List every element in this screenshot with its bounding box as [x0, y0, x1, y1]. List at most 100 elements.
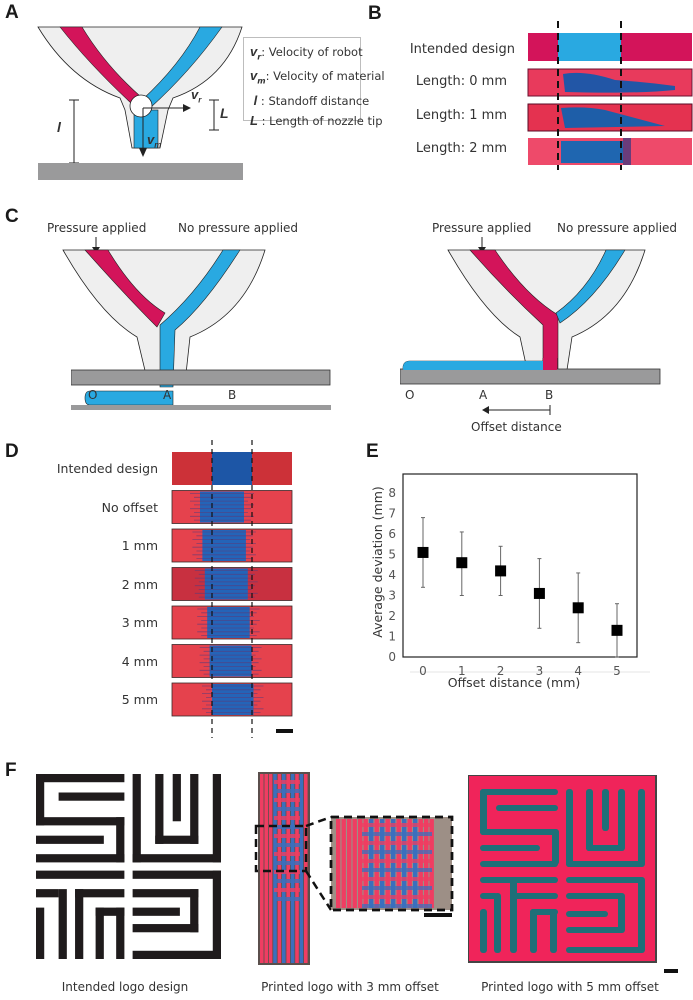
c-right-pressure: Pressure applied: [432, 221, 532, 235]
c-right-point-o: O: [405, 388, 415, 402]
filament-stripe: [273, 774, 277, 963]
inset-stripe: [396, 819, 401, 908]
filament-stripe: [277, 774, 282, 963]
c-right-diagram: [447, 237, 646, 370]
x-tick-label: 1: [458, 664, 466, 678]
y-tick-label: 8: [388, 486, 396, 500]
filament-stripe: [268, 774, 273, 963]
legend-box: vr: Velocity of robot vm: Velocity of ma…: [243, 37, 385, 128]
b-print-2mm: [528, 138, 692, 165]
filament-stripe: [295, 774, 299, 963]
d-print-strip: [171, 528, 293, 563]
inset-stripe: [352, 819, 357, 908]
printed-logo-3mm: [258, 772, 310, 965]
x-tick-label: 2: [497, 664, 505, 678]
zoom-region-box: [254, 824, 308, 873]
offset-distance-label: Offset distance: [471, 420, 562, 434]
label-L: L: [220, 105, 229, 121]
x-tick-label: 3: [536, 664, 544, 678]
c-left-point-a: A: [163, 388, 172, 402]
scale-bar-5mm: [664, 969, 678, 973]
data-point: [533, 587, 545, 599]
label-l: l: [57, 119, 61, 135]
caption-5mm-logo: Printed logo with 5 mm offset: [481, 980, 659, 994]
mixing-chamber: [129, 94, 153, 118]
d-print-strip: [171, 567, 293, 601]
vm-arrow-icon: [139, 148, 147, 157]
printed-logo-5mm: [468, 775, 657, 963]
y-tick-label: 3: [388, 589, 396, 603]
c-right-point-b: B: [545, 388, 554, 402]
inset-stripe: [413, 819, 418, 908]
inset-stripe: [391, 819, 396, 908]
inset-stripe: [374, 819, 379, 908]
c-right-no-pressure: No pressure applied: [557, 221, 678, 235]
filament-stripe: [286, 774, 290, 963]
inset-stripe: [385, 819, 390, 908]
data-point: [417, 546, 429, 558]
d-row-label: 1 mm: [121, 538, 158, 553]
chart-e: Average deviation (mm) Offset distance (…: [370, 473, 650, 690]
x-tick-label: 0: [419, 664, 427, 678]
inset-stripe: [369, 819, 374, 908]
y-tick-label: 2: [388, 609, 396, 623]
d-scale-bar: [276, 729, 293, 733]
c-left-substrate: [71, 369, 331, 386]
data-point: [456, 557, 468, 569]
inset-stripe: [341, 819, 346, 908]
scale-bar-inset: [424, 913, 452, 917]
d-row-label: 3 mm: [121, 615, 158, 630]
d-print-strip: [171, 605, 293, 640]
zoom-callout: [254, 815, 454, 917]
filament-stripe: [264, 774, 268, 963]
y-tick-label: 1: [388, 630, 396, 644]
filament-stripe: [290, 774, 295, 963]
d-print-strip: [171, 682, 293, 717]
data-point: [495, 565, 507, 577]
panel-c-letter: C: [5, 206, 19, 227]
panel-d-letter: D: [5, 441, 19, 462]
c-left-point-o: O: [88, 388, 98, 402]
filament-stripe: [282, 774, 286, 963]
panel-f-letter: F: [5, 760, 17, 781]
y-tick-label: 6: [388, 527, 396, 541]
inset-stripe: [424, 819, 429, 908]
filament-stripe: [260, 774, 264, 963]
intended-logo: [36, 774, 221, 959]
d-row-label: Intended design: [56, 461, 158, 476]
y-axis-label: Average deviation (mm): [370, 486, 385, 637]
d-row-label: 5 mm: [121, 692, 158, 707]
c-left-deposit: [84, 390, 174, 406]
caption-intended-logo: Intended logo design: [61, 980, 189, 994]
y-tick-label: 0: [388, 650, 396, 664]
panel-a-letter: A: [5, 2, 19, 23]
c-left-diagram: [62, 237, 331, 410]
label-vr: vr: [191, 87, 202, 105]
d-row-label: No offset: [101, 499, 158, 515]
b-label-intended: Intended design: [409, 42, 515, 57]
vr-arrow-icon: [183, 104, 191, 112]
inset-stripe: [380, 819, 385, 908]
legend-row-l: l : Standoff distance: [253, 92, 370, 108]
offset-arrow-icon: [482, 405, 551, 415]
data-point: [572, 602, 584, 614]
x-tick-label: 4: [574, 664, 582, 678]
inset-stripe: [336, 819, 341, 908]
c-left-no-pressure: No pressure applied: [178, 221, 299, 235]
c-left-magenta: [84, 249, 166, 328]
d-strips: [171, 440, 293, 738]
inset-stripe: [363, 819, 368, 908]
c-right-point-a: A: [479, 388, 488, 402]
x-axis-label: Offset distance (mm): [448, 675, 581, 690]
legend-row-vm: vm: Velocity of material: [250, 68, 385, 86]
c-left-pressure: Pressure applied: [47, 221, 147, 235]
c-right-substrate: [400, 368, 661, 385]
legend-row-L: L : Length of nozzle tip: [250, 112, 383, 128]
substrate: [38, 163, 243, 180]
d-print-strip: [171, 490, 293, 524]
y-tick-label: 7: [388, 507, 396, 521]
b-print-0mm: [527, 68, 693, 97]
y-tick-label: 4: [388, 568, 396, 582]
c-left-point-b: B: [228, 388, 237, 402]
b-label-1mm: Length: 1 mm: [415, 108, 507, 123]
